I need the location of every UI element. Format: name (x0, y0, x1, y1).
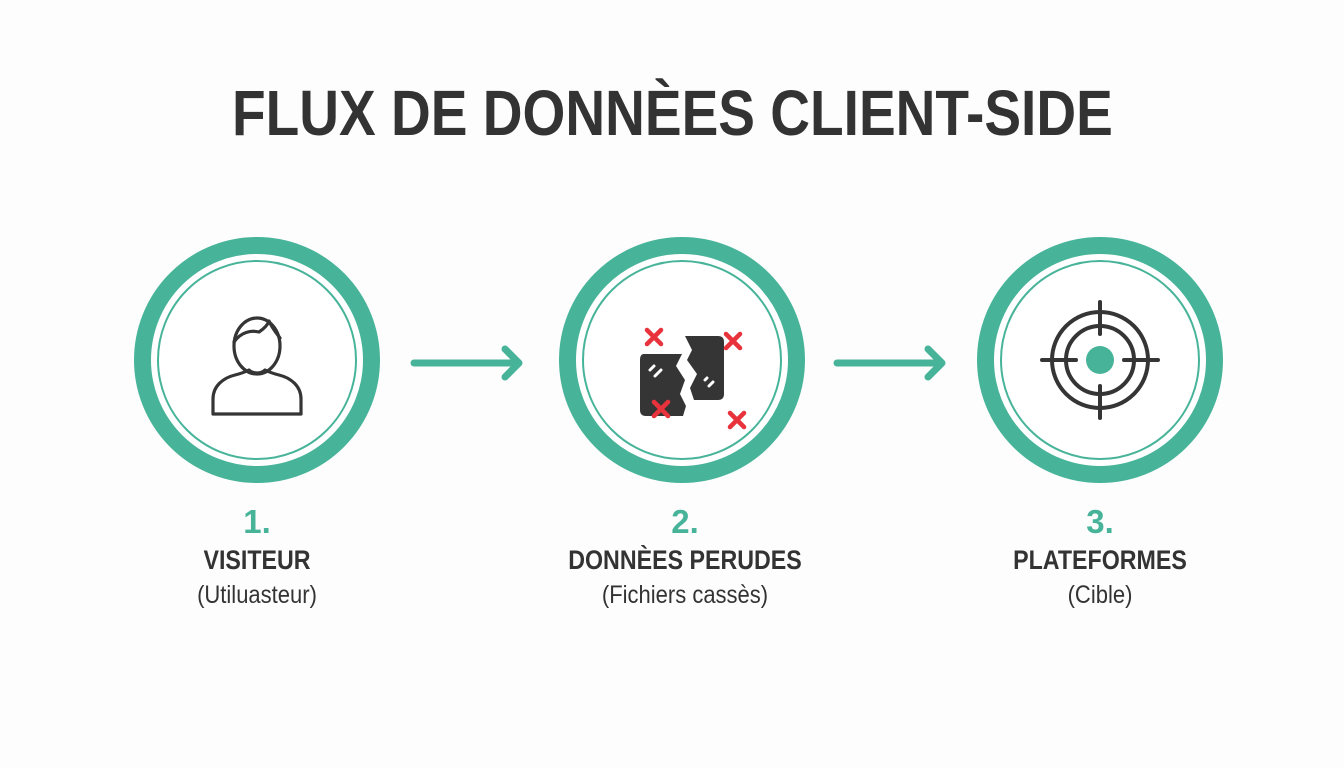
step-2-circle (559, 237, 805, 483)
step-2-label: 2. DONNÈES PERUDES (Fichiers cassès) (525, 504, 845, 611)
broken-file-icon (640, 327, 747, 430)
user-icon (211, 316, 303, 416)
step-number: 2. (671, 503, 699, 540)
step-subtitle: (Cible) (1067, 581, 1133, 609)
step-name: DONNÈES PERUDES (568, 545, 802, 575)
step-1-label: 1. VISITEUR (Utiluasteur) (97, 504, 417, 611)
inner-ring (582, 260, 782, 460)
arrow-right-icon (833, 345, 946, 381)
inner-ring (157, 260, 357, 460)
target-icon (1040, 300, 1160, 420)
arrow-right-icon (410, 345, 523, 381)
step-number: 1. (243, 503, 271, 540)
step-3-label: 3. PLATEFORMES (Cible) (940, 504, 1260, 611)
step-name: VISITEUR (203, 545, 311, 575)
inner-ring (1000, 260, 1200, 460)
step-name: PLATEFORMES (1013, 545, 1187, 575)
error-x-icons (644, 327, 747, 430)
step-1-circle (134, 237, 380, 483)
step-subtitle: (Fichiers cassès) (601, 581, 769, 609)
page-title: FLUX DE DONNÈES CLIENT-SIDE (232, 77, 1113, 149)
step-number: 3. (1086, 503, 1114, 540)
step-3-circle (977, 237, 1223, 483)
step-subtitle: (Utiluasteur) (197, 581, 317, 609)
